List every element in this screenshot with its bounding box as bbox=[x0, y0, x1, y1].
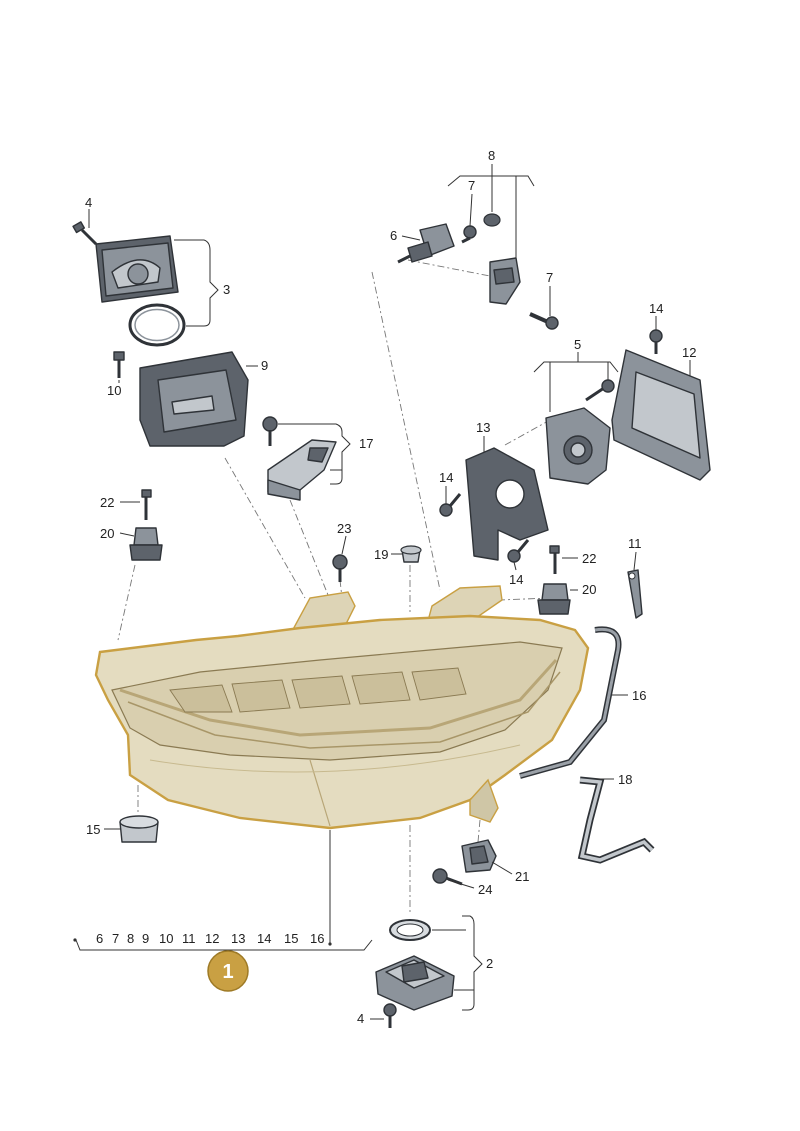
adjuster-20-left[interactable] bbox=[129, 527, 163, 561]
part-1-badge: 1 bbox=[207, 950, 249, 992]
screw-22-left[interactable] bbox=[141, 489, 152, 520]
part-8-adjuster-bracket[interactable] bbox=[489, 257, 521, 305]
housing-bottom-mount bbox=[469, 778, 499, 823]
part-9-bracket[interactable] bbox=[139, 351, 249, 447]
label-13: 13 bbox=[476, 420, 490, 435]
cap-19[interactable] bbox=[400, 545, 422, 563]
hose-18[interactable] bbox=[577, 776, 655, 864]
assembly-list-item: 13 bbox=[231, 931, 245, 946]
screw-14-part12[interactable] bbox=[649, 329, 663, 354]
part-13-mounting-plate[interactable] bbox=[465, 447, 549, 561]
part-2-seal-ring[interactable] bbox=[389, 919, 431, 941]
label-24: 24 bbox=[478, 882, 492, 897]
label-10: 10 bbox=[107, 383, 121, 398]
screw-24[interactable] bbox=[432, 868, 463, 886]
assembly-list-item: 9 bbox=[142, 931, 149, 946]
screw-22-right[interactable] bbox=[549, 545, 560, 574]
label-7-lower: 7 bbox=[546, 270, 553, 285]
part-number-labels: 4 3 9 10 17 22 20 23 19 8 7 6 7 5 14 12 … bbox=[85, 148, 696, 1026]
label-7-top: 7 bbox=[468, 178, 475, 193]
label-20-left: 20 bbox=[100, 526, 114, 541]
screw-23[interactable] bbox=[332, 554, 348, 582]
assembly-list-item: 10 bbox=[159, 931, 173, 946]
part-6-actuator[interactable] bbox=[397, 223, 455, 264]
label-2: 2 bbox=[486, 956, 493, 971]
label-4-top: 4 bbox=[85, 195, 92, 210]
label-14-top-right: 14 bbox=[649, 301, 663, 316]
part-3-seal-ring[interactable] bbox=[128, 303, 186, 347]
label-8: 8 bbox=[488, 148, 495, 163]
label-23: 23 bbox=[337, 521, 351, 536]
headlight-housing[interactable] bbox=[94, 585, 590, 830]
assembly-list-item: 16 bbox=[310, 931, 324, 946]
clip-11[interactable] bbox=[627, 569, 643, 619]
screw-14-part13-lower[interactable] bbox=[507, 539, 530, 563]
label-11: 11 bbox=[628, 536, 642, 551]
assembly-list-item: 14 bbox=[257, 931, 271, 946]
label-21: 21 bbox=[515, 869, 529, 884]
assembly-chain-lines bbox=[117, 259, 551, 915]
label-6: 6 bbox=[390, 228, 397, 243]
label-3: 3 bbox=[223, 282, 230, 297]
cap-15[interactable] bbox=[119, 815, 159, 843]
label-16: 16 bbox=[632, 688, 646, 703]
screw-14-part5[interactable] bbox=[585, 379, 615, 402]
grommet-8[interactable] bbox=[483, 213, 501, 227]
screw-10[interactable] bbox=[113, 351, 125, 378]
label-12: 12 bbox=[682, 345, 696, 360]
assembly-list-item: 11 bbox=[182, 931, 196, 946]
label-4-bottom: 4 bbox=[357, 1011, 364, 1026]
assembly-list-item: 7 bbox=[112, 931, 119, 946]
seal-16[interactable] bbox=[519, 626, 622, 779]
part-17-bracket[interactable] bbox=[267, 439, 337, 501]
label-22-left: 22 bbox=[100, 495, 114, 510]
label-20-right: 20 bbox=[582, 582, 596, 597]
part-12-cover-frame[interactable] bbox=[611, 349, 711, 481]
part-3-control-module[interactable] bbox=[95, 235, 179, 303]
label-14-left: 14 bbox=[439, 470, 453, 485]
screw-14-part13-upper[interactable] bbox=[439, 493, 462, 517]
part-1-badge-number: 1 bbox=[222, 961, 233, 983]
label-19: 19 bbox=[374, 547, 388, 562]
label-5: 5 bbox=[574, 337, 581, 352]
part-2-ballast-module[interactable] bbox=[375, 955, 455, 1011]
label-18: 18 bbox=[618, 772, 632, 787]
assembly-list-item: 6 bbox=[96, 931, 103, 946]
housing-reflector-cells bbox=[169, 667, 467, 713]
assembly-list-item: 12 bbox=[205, 931, 219, 946]
label-17: 17 bbox=[359, 436, 373, 451]
assembly-list: 6 7 8 9 10 11 12 13 14 15 16 bbox=[73, 931, 332, 946]
screw-4-top[interactable] bbox=[72, 221, 98, 246]
label-14-lower: 14 bbox=[509, 572, 523, 587]
adjuster-20-right[interactable] bbox=[537, 583, 571, 615]
screw-4-bottom[interactable] bbox=[383, 1003, 397, 1028]
label-9: 9 bbox=[261, 358, 268, 373]
label-15: 15 bbox=[86, 822, 100, 837]
part-17-screw[interactable] bbox=[262, 416, 278, 446]
screw-7-top[interactable] bbox=[461, 225, 477, 244]
adjuster-21[interactable] bbox=[461, 839, 497, 873]
label-22-right: 22 bbox=[582, 551, 596, 566]
screw-7-lower[interactable] bbox=[529, 312, 559, 330]
assembly-list-item: 15 bbox=[284, 931, 298, 946]
housing-drl-strip bbox=[119, 658, 558, 737]
leader-lines bbox=[75, 164, 691, 1020]
assembly-list-item: 8 bbox=[127, 931, 134, 946]
part-5-lamp-unit[interactable] bbox=[545, 407, 611, 485]
